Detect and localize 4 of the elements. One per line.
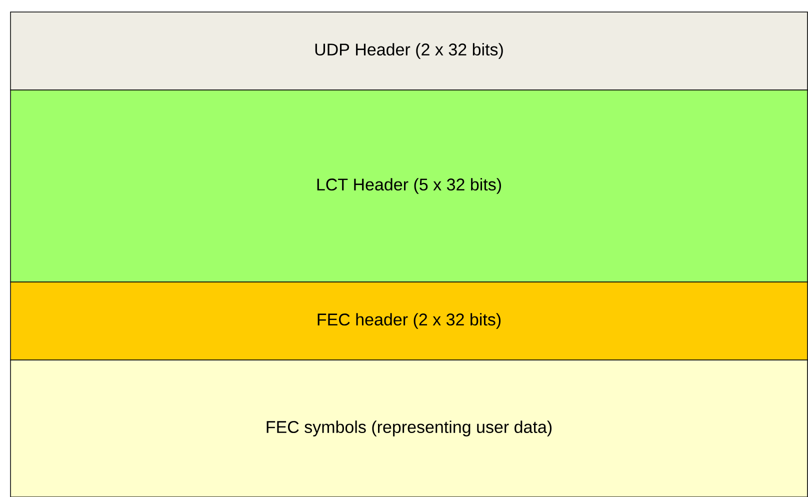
header-band: FEC header (2 x 32 bits): [10, 282, 808, 360]
header-band: UDP Header (2 x 32 bits): [10, 12, 808, 90]
header-band: LCT Header (5 x 32 bits): [10, 90, 808, 282]
header-band: FEC symbols (representing user data): [10, 360, 808, 497]
